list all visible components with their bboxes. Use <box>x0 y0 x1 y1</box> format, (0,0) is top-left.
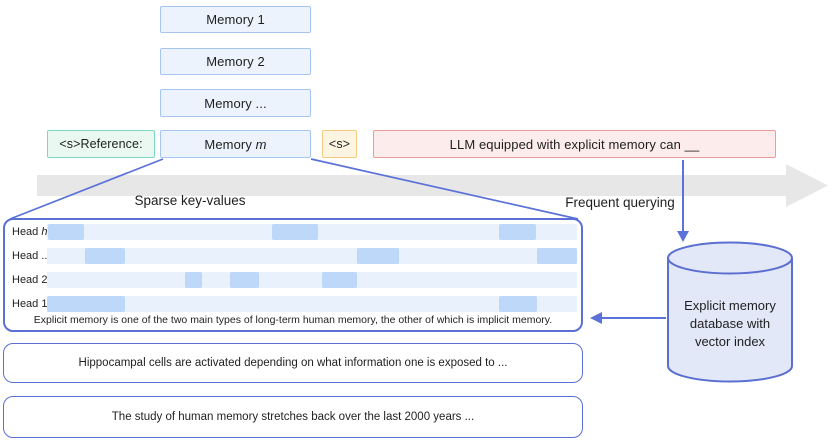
attention-segment <box>272 224 319 240</box>
head-h-track <box>47 224 577 240</box>
head-1-label: Head 1 <box>12 298 48 310</box>
memory-1-box: Memory 1 <box>160 6 311 33</box>
head-ellipsis-track <box>47 248 577 264</box>
head-h-label: Head h <box>12 226 48 238</box>
reference-token-box: <s>Reference: <box>47 130 155 158</box>
head-ellipsis-label: Head ... <box>12 250 51 262</box>
attention-segment <box>537 248 577 264</box>
memory-2-box: Memory 2 <box>160 48 311 75</box>
attention-segment <box>184 272 202 288</box>
timeline-arrow <box>37 164 828 207</box>
reference-token-label: <s>Reference: <box>59 137 143 151</box>
database-label: Explicit memory database with vector ind… <box>684 298 776 349</box>
head-1-track <box>47 296 577 312</box>
memory-m-label: Memory m <box>204 136 267 152</box>
attention-segment <box>85 248 125 264</box>
memory-text-2: The study of human memory stretches back… <box>111 411 475 423</box>
memory-ellipsis-label: Memory ... <box>204 95 267 111</box>
attention-segment <box>322 272 358 288</box>
attention-segment <box>499 224 537 240</box>
attention-segment <box>357 248 399 264</box>
query-arrow <box>677 160 689 242</box>
database-cylinder <box>667 241 793 383</box>
attention-segment <box>229 272 259 288</box>
projection-line-right <box>310 158 579 220</box>
memory-1-label: Memory 1 <box>206 12 265 27</box>
memory-text-box-1: Hippocampal cells are activated dependin… <box>3 343 583 383</box>
bos-token-label: <s> <box>328 137 351 151</box>
sparse-key-values-panel: Head h Head ... Head 2 Head 1 Explicit m… <box>3 218 583 332</box>
explicit-memory-sentence: Explicit memory is one of the two main t… <box>33 314 553 326</box>
llm-prompt-box: LLM equipped with explicit memory can __ <box>373 130 776 158</box>
projection-line-left <box>9 158 164 220</box>
sparse-key-values-label: Sparse key-values <box>134 193 246 208</box>
head-2-track <box>47 272 577 288</box>
head-2-label: Head 2 <box>12 274 48 286</box>
frequent-querying-label: Frequent querying <box>565 195 675 210</box>
memory-ellipsis-box: Memory ... <box>160 89 311 117</box>
bos-token-box: <s> <box>322 130 357 158</box>
memory-m-box: Memory m <box>160 130 311 158</box>
attention-segment <box>47 296 125 312</box>
memory-2-label: Memory 2 <box>206 54 265 69</box>
memory-text-box-2: The study of human memory stretches back… <box>3 396 583 438</box>
attention-segment <box>48 224 85 240</box>
memory-text-1: Hippocampal cells are activated dependin… <box>78 357 508 369</box>
llm-prompt-label: LLM equipped with explicit memory can __ <box>449 136 700 152</box>
attention-segment <box>499 296 538 312</box>
retrieval-arrow <box>590 312 666 324</box>
